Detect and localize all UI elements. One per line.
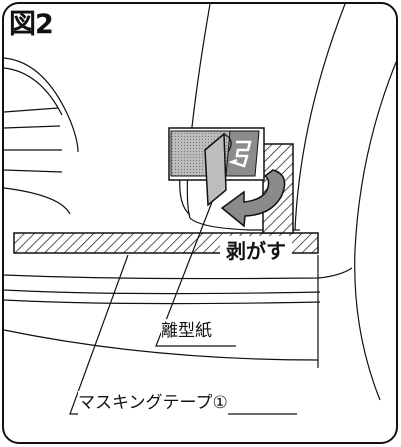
peel-label: 剥がす <box>220 236 292 266</box>
peel-arrow-icon <box>220 169 286 228</box>
car-body-lines <box>3 3 398 401</box>
return-arrow-icon <box>228 140 252 168</box>
masking-tape-label: マスキングテープ① <box>78 391 228 415</box>
release-paper-label: 離型紙 <box>161 319 212 343</box>
release-paper-flap <box>204 132 227 207</box>
sticker-dark-panel <box>225 130 260 177</box>
figure-label: 図2 <box>9 9 54 40</box>
